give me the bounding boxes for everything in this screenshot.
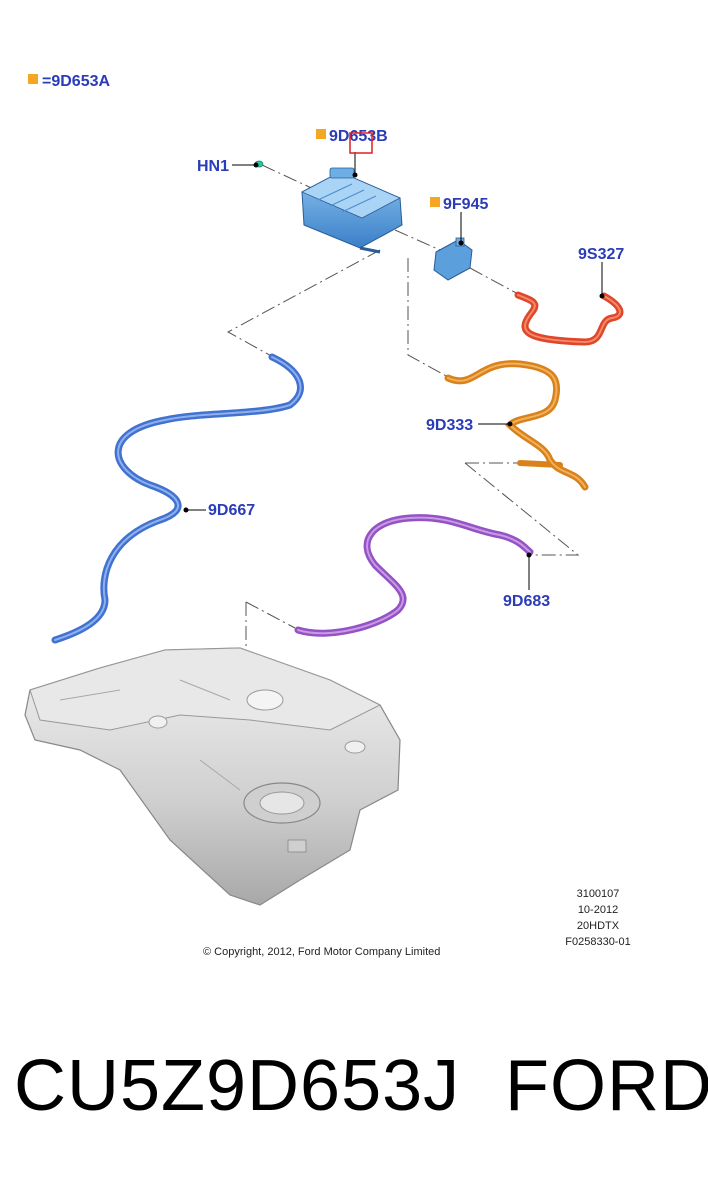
- label-9d667: 9D667: [208, 502, 255, 519]
- label-9d683: 9D683: [503, 593, 550, 610]
- label-9s327: 9S327: [578, 246, 624, 263]
- highlight-box: [349, 132, 373, 154]
- hose-9s327: [514, 291, 624, 346]
- legend-text: =9D653A: [42, 73, 110, 90]
- orange-marker-9d653b: [316, 129, 326, 139]
- callout-labels: HN1 9D653B 9F945 9S327 9D333 9D667 9D683: [197, 128, 624, 610]
- meta-code: 3100107: [577, 888, 620, 900]
- copyright: © Copyright, 2012, Ford Motor Company Li…: [203, 946, 440, 958]
- purge-valve: [433, 237, 473, 281]
- callout-dots: [183, 162, 605, 558]
- fuel-tank: [24, 647, 401, 906]
- meta-figure: F0258330-01: [565, 936, 630, 948]
- meta-date: 10-2012: [578, 904, 618, 916]
- hose-9d333: [444, 360, 589, 491]
- hose-9d667: [51, 353, 304, 644]
- vapor-canister: [301, 167, 403, 254]
- exploded-parts-diagram: =9D653A: [24, 73, 631, 958]
- brand-name: FORD: [505, 1046, 708, 1126]
- callout-leaders: [186, 152, 603, 590]
- figure-metadata: 3100107 10-2012 20HDTX F0258330-01: [565, 888, 630, 948]
- label-9f945: 9F945: [443, 196, 488, 213]
- label-hn1: HN1: [197, 158, 229, 175]
- part-number: CU5Z9D653J: [14, 1046, 461, 1126]
- legend: =9D653A: [28, 73, 110, 90]
- label-9d653b: 9D653B: [329, 128, 388, 145]
- assembly-leader-lines: [226, 164, 580, 800]
- legend-swatch: [28, 74, 38, 84]
- label-9d333: 9D333: [426, 417, 473, 434]
- orange-marker-9f945: [430, 197, 440, 207]
- hose-9d683: [294, 514, 534, 637]
- meta-model: 20HDTX: [577, 920, 620, 932]
